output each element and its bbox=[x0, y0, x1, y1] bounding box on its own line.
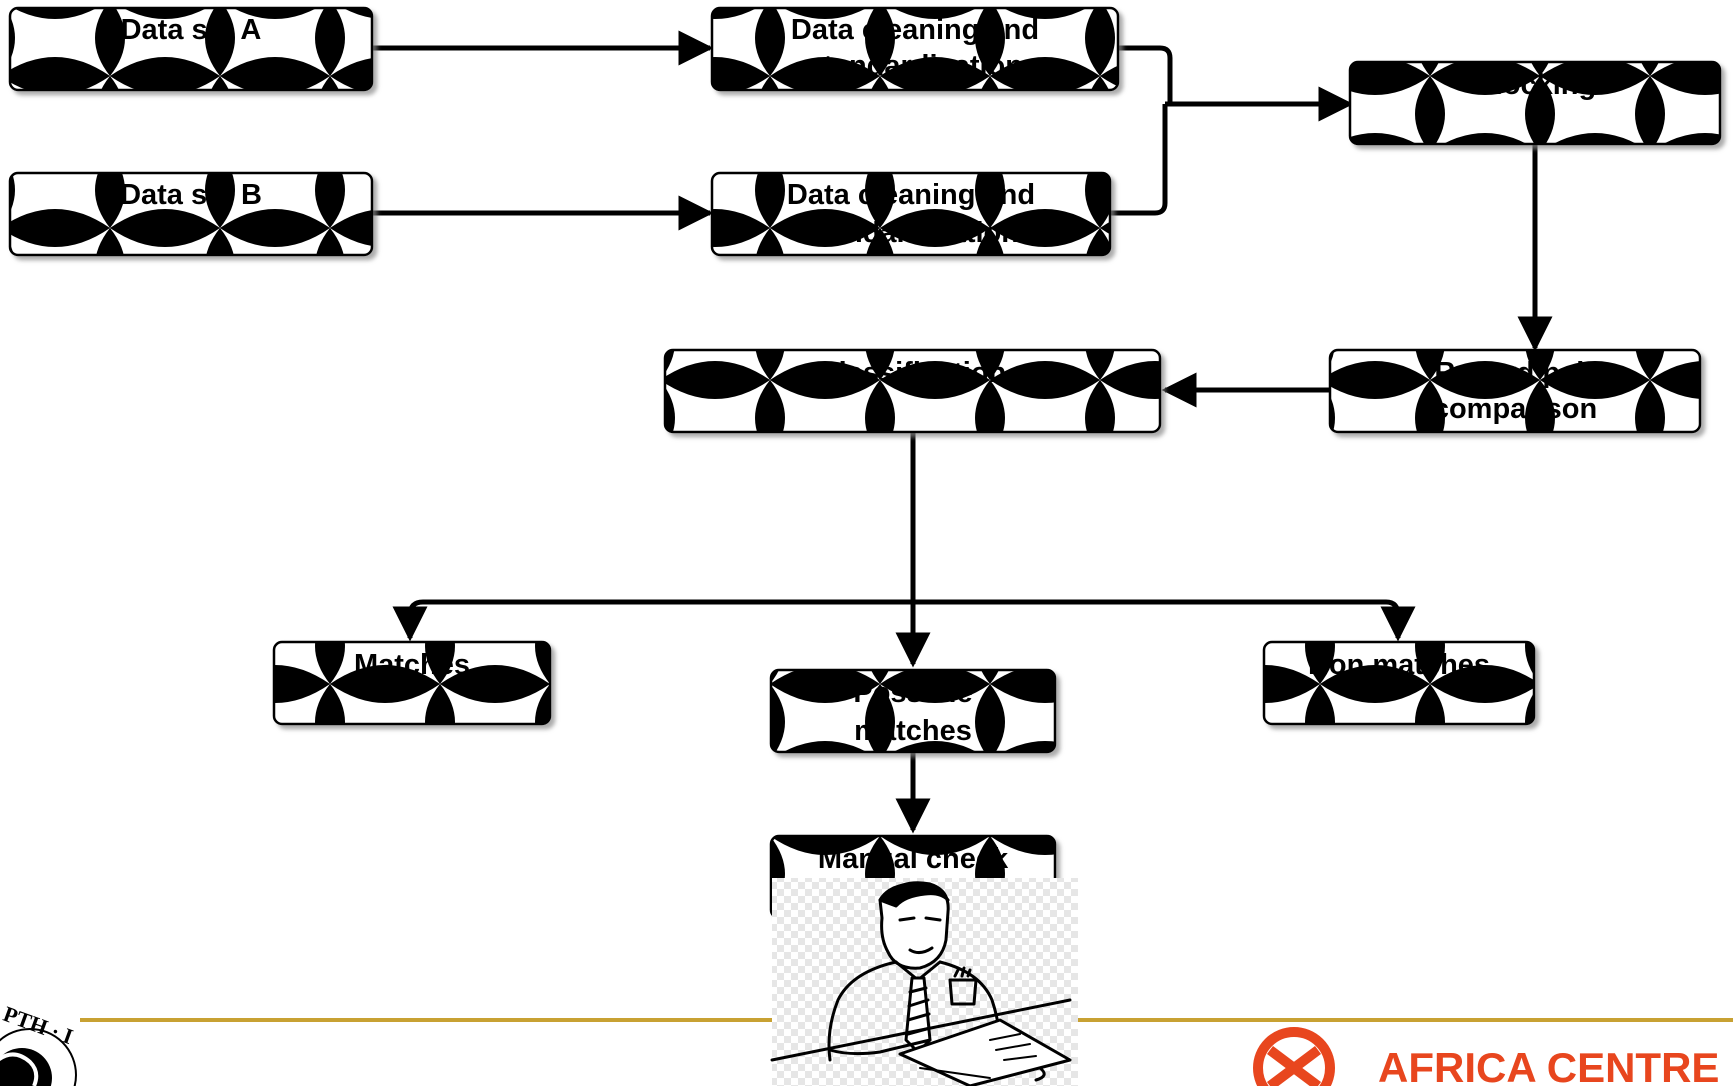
node-label-record-pair-line1: Record pair bbox=[1434, 357, 1595, 389]
node-record-pair: Record pair comparison bbox=[1330, 350, 1700, 432]
africa-centre-logo-icon bbox=[1258, 1032, 1330, 1086]
man-reading-papers-illustration bbox=[772, 878, 1078, 1086]
node-label-possible-line1: Possible bbox=[853, 677, 972, 709]
node-label-cleaning-b-line1: Data cleaning and bbox=[787, 179, 1035, 211]
africa-centre-logo: AFRICA CENTRE bbox=[1258, 1032, 1719, 1086]
node-label-manual-check: Manual check bbox=[818, 843, 1009, 875]
node-classification: Classification bbox=[665, 350, 1160, 432]
node-data-set-a: Data set A bbox=[10, 8, 372, 90]
node-label-possible-line2: matches bbox=[854, 715, 972, 747]
node-cleaning-b: Data cleaning and standardisation bbox=[712, 173, 1110, 255]
node-label-non-matches: Non matches bbox=[1308, 649, 1490, 681]
arrow-branch-to-matches bbox=[410, 602, 913, 638]
node-label-classification: Classification bbox=[818, 357, 1007, 389]
node-non-matches: Non matches bbox=[1264, 642, 1534, 724]
node-label-matches: Matches bbox=[354, 649, 470, 681]
node-label-record-pair-line2: comparison bbox=[1433, 393, 1597, 425]
arrow-cleaning-b-to-merge bbox=[1110, 104, 1165, 213]
node-blocking: Blocking bbox=[1350, 62, 1720, 144]
node-matches: Matches bbox=[274, 642, 550, 724]
africa-centre-logo-text: AFRICA CENTRE bbox=[1378, 1044, 1719, 1086]
node-data-set-b: Data set B bbox=[10, 173, 372, 255]
arrow-cleaning-a-to-merge bbox=[1118, 48, 1170, 104]
node-label-blocking: Blocking bbox=[1474, 69, 1596, 101]
institution-seal-icon: PTH · I bbox=[0, 1001, 76, 1086]
node-cleaning-a: Data cleaning and standardisation bbox=[712, 8, 1118, 90]
node-possible-matches: Possible matches bbox=[771, 670, 1055, 752]
arrow-branch-to-non-matches bbox=[913, 602, 1398, 638]
node-label-cleaning-a-line2: standardisation bbox=[807, 50, 1023, 82]
node-label-data-set-a: Data set A bbox=[121, 14, 262, 46]
node-label-cleaning-b-line2: standardisation bbox=[803, 217, 1019, 249]
node-label-cleaning-a-line1: Data cleaning and bbox=[791, 14, 1039, 46]
node-label-data-set-b: Data set B bbox=[120, 179, 262, 211]
